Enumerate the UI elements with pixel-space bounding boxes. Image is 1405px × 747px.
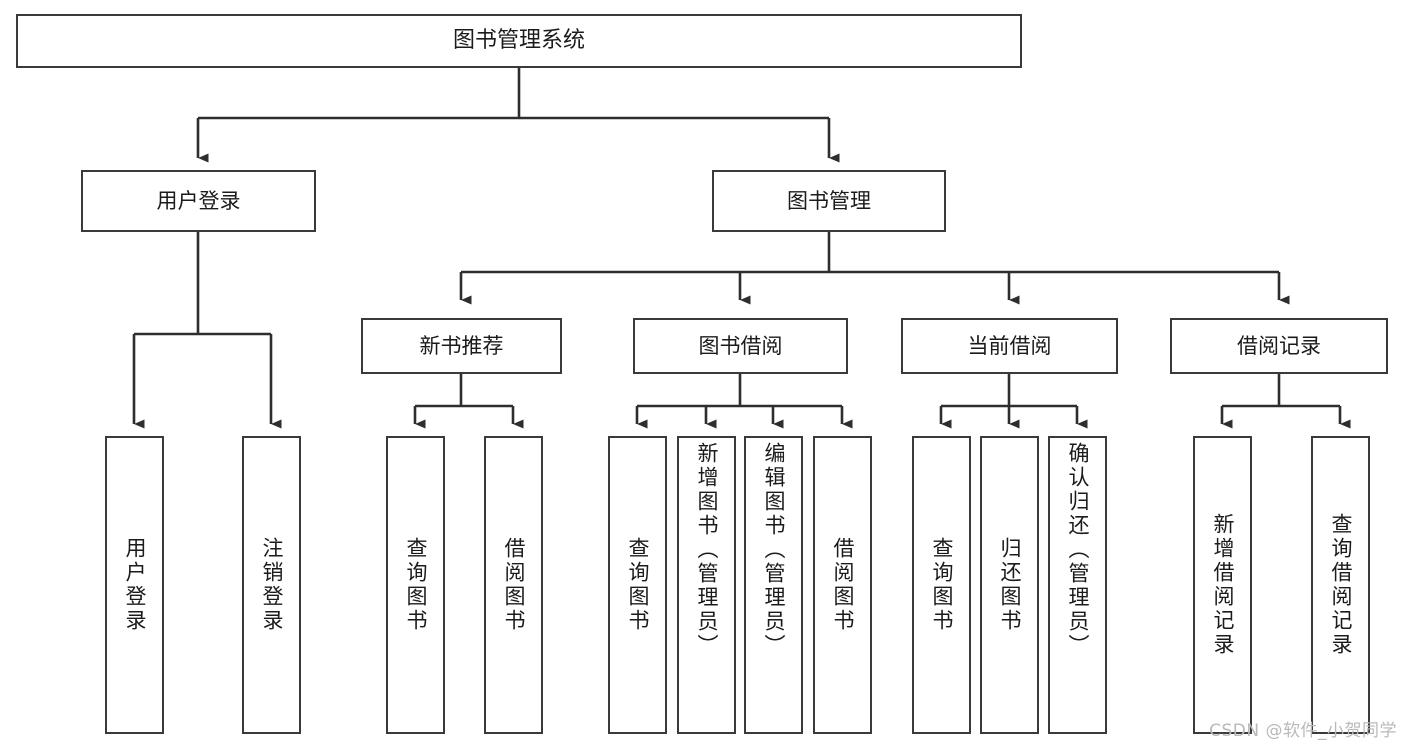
leaf-add-book-admin[interactable]: 新增图书（管理员） [677, 436, 736, 734]
leaf-edit-book-admin-label: 编辑图书（管理员） [762, 442, 786, 658]
watermark: CSDN @软件_小贺同学 [1209, 721, 1397, 741]
leaf-confirm-return-admin[interactable]: 确认归还（管理员） [1048, 436, 1107, 734]
leaf-confirm-return-admin-label: 确认归还（管理员） [1066, 442, 1090, 658]
leaf-add-book-admin-label: 新增图书（管理员） [695, 442, 719, 658]
leaf-user-logout[interactable]: 注销登录 [242, 436, 301, 734]
node-book-borrow-label: 图书借阅 [698, 333, 783, 358]
leaf-borrow-book-recommend[interactable]: 借阅图书 [484, 436, 543, 734]
node-book-management[interactable]: 图书管理 [712, 170, 946, 232]
node-root[interactable]: 图书管理系统 [16, 14, 1022, 68]
node-borrow-records[interactable]: 借阅记录 [1170, 318, 1388, 374]
node-root-label: 图书管理系统 [452, 28, 585, 54]
leaf-borrow-book[interactable]: 借阅图书 [813, 436, 872, 734]
leaf-query-borrow-record[interactable]: 查询借阅记录 [1311, 436, 1370, 734]
leaf-add-borrow-record[interactable]: 新增借阅记录 [1193, 436, 1252, 734]
node-user-login[interactable]: 用户登录 [81, 170, 316, 232]
leaf-query-book-recommend-label: 查询图书 [404, 537, 428, 633]
node-book-borrow[interactable]: 图书借阅 [633, 318, 848, 374]
node-borrow-records-label: 借阅记录 [1237, 333, 1321, 358]
node-user-login-label: 用户登录 [156, 188, 241, 213]
leaf-query-book-current-label: 查询图书 [930, 537, 954, 633]
node-new-book-recommend-label: 新书推荐 [419, 333, 504, 358]
leaf-user-login-label: 用户登录 [123, 537, 147, 633]
leaf-borrow-book-label: 借阅图书 [831, 537, 855, 633]
leaf-return-book[interactable]: 归还图书 [980, 436, 1039, 734]
leaf-return-book-label: 归还图书 [998, 537, 1022, 633]
leaf-query-borrow-record-label: 查询借阅记录 [1329, 513, 1353, 657]
node-current-borrow-label: 当前借阅 [967, 333, 1052, 358]
leaf-edit-book-admin[interactable]: 编辑图书（管理员） [744, 436, 803, 734]
leaf-borrow-book-recommend-label: 借阅图书 [502, 537, 526, 633]
node-current-borrow[interactable]: 当前借阅 [901, 318, 1118, 374]
leaf-query-book-current[interactable]: 查询图书 [912, 436, 971, 734]
node-book-management-label: 图书管理 [787, 188, 871, 213]
leaf-query-book-borrow-label: 查询图书 [626, 537, 650, 633]
leaf-user-logout-label: 注销登录 [260, 537, 284, 633]
leaf-query-book-borrow[interactable]: 查询图书 [608, 436, 667, 734]
leaf-query-book-recommend[interactable]: 查询图书 [386, 436, 445, 734]
leaf-user-login[interactable]: 用户登录 [105, 436, 164, 734]
leaf-add-borrow-record-label: 新增借阅记录 [1211, 513, 1235, 657]
node-new-book-recommend[interactable]: 新书推荐 [361, 318, 562, 374]
